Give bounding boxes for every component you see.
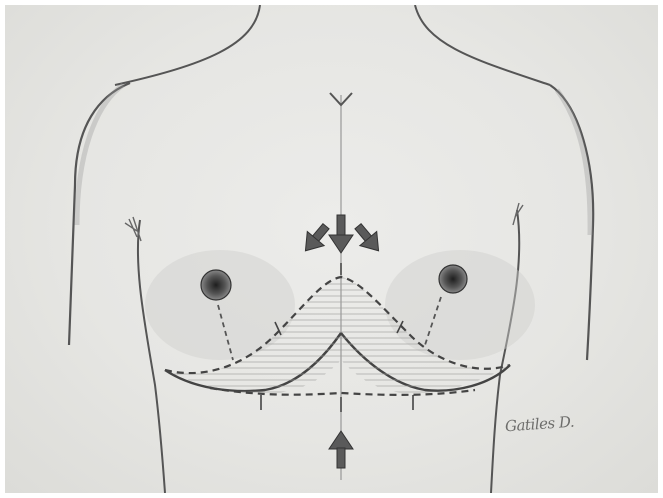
right-arm-outline	[550, 85, 593, 360]
left-nipple	[201, 270, 231, 300]
left-arm-shading	[77, 85, 123, 225]
arrow-down-right-icon	[350, 219, 387, 258]
neck-left-line	[115, 5, 260, 85]
right-nipple	[439, 265, 467, 293]
arrow-down-center-icon	[329, 215, 353, 253]
arrow-up-bottom-icon	[329, 431, 353, 468]
paper-background: Gatiles D.	[5, 5, 658, 493]
left-torso-side	[138, 220, 165, 493]
arrow-down-left-icon	[297, 219, 334, 258]
neck-right-line	[415, 5, 550, 85]
